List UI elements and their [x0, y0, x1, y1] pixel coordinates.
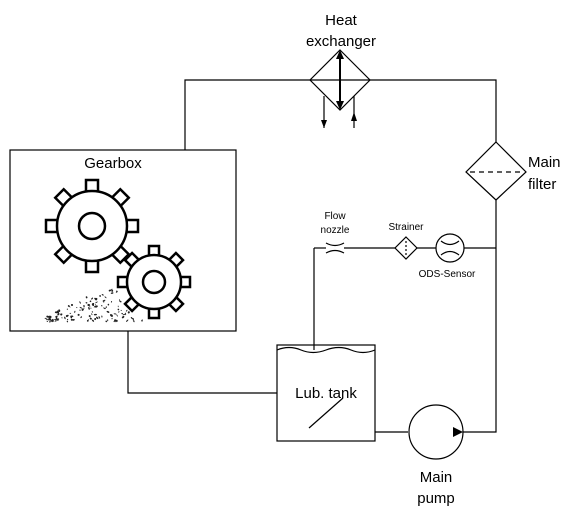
heat-exchanger-icon	[309, 49, 371, 128]
pipe-gearbox-to-heat-exchanger	[184, 79, 310, 150]
filter-icon	[465, 141, 527, 201]
flow-nozzle-label-1: Flow	[324, 211, 346, 222]
gear-icon	[116, 244, 192, 320]
tank-icon	[276, 344, 376, 442]
heat-exchanger-label-2: exchanger	[306, 33, 376, 50]
pipe-gearbox-to-tank	[127, 331, 277, 394]
flow-nozzle-label-2: nozzle	[321, 225, 350, 236]
heat-exchanger-label-1: Heat	[325, 12, 358, 29]
flow-nozzle-icon	[325, 242, 345, 254]
piping	[127, 79, 497, 433]
pipe-filter-to-pump	[463, 200, 497, 433]
gearbox-label: Gearbox	[84, 155, 142, 172]
main-filter-label-2: filter	[528, 176, 556, 193]
main-filter-label-1: Main	[528, 154, 561, 171]
lub-tank-label: Lub. tank	[295, 385, 357, 402]
pump-icon	[408, 404, 464, 460]
pipe-heat-exchanger-to-filter	[370, 79, 497, 142]
strainer-label: Strainer	[388, 222, 424, 233]
gearbox-box	[9, 149, 237, 332]
ods-sensor-label: ODS-Sensor	[419, 269, 476, 280]
strainer-icon	[394, 236, 418, 260]
sensor-icon	[435, 233, 465, 263]
main-pump-label-1: Main	[420, 469, 453, 486]
particles-icon	[44, 288, 143, 323]
main-pump-label-2: pump	[417, 490, 455, 507]
gear-icon	[44, 178, 140, 274]
